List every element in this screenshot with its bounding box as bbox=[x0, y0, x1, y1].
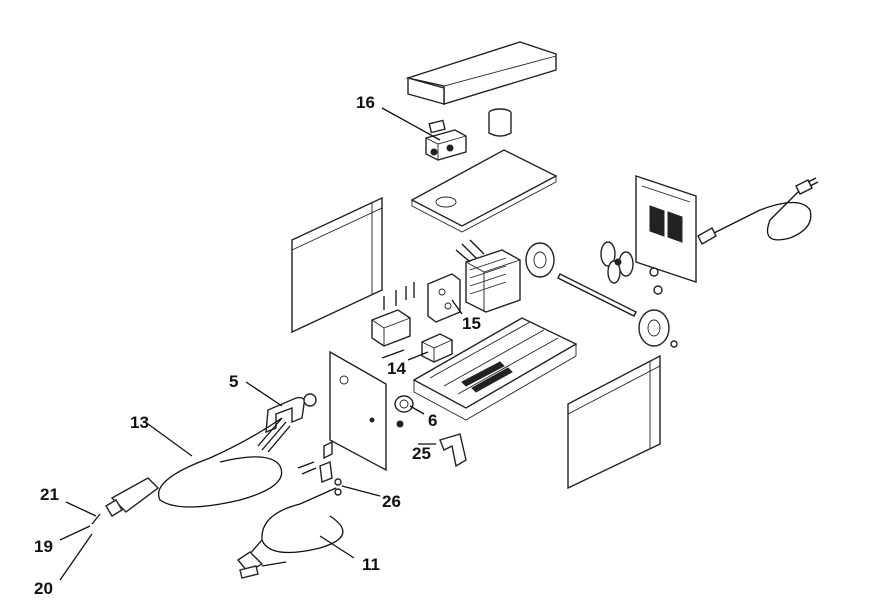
switch-assembly bbox=[425, 119, 467, 161]
knob bbox=[394, 395, 414, 413]
front-panel bbox=[329, 350, 387, 472]
wire-feed-roller-lower bbox=[638, 309, 678, 348]
callout-14: 14 bbox=[387, 359, 406, 378]
welding-torch-hose bbox=[91, 417, 291, 525]
callout-6: 6 bbox=[428, 411, 437, 430]
rectifier-block bbox=[371, 282, 415, 359]
wire-feed-roller-upper bbox=[525, 242, 555, 278]
shaft-rod bbox=[557, 273, 637, 317]
callout-21: 21 bbox=[40, 485, 59, 504]
callout-26: 26 bbox=[382, 492, 401, 511]
callout-5: 5 bbox=[229, 372, 238, 391]
inner-shelf-panel bbox=[410, 149, 558, 233]
callout-16: 16 bbox=[356, 93, 375, 112]
callout-25: 25 bbox=[412, 444, 431, 463]
small-bracket bbox=[421, 333, 453, 363]
fan bbox=[600, 241, 663, 295]
handle bbox=[265, 393, 317, 434]
transformer bbox=[455, 239, 521, 313]
clamp-hook bbox=[396, 420, 467, 468]
mounting-bracket bbox=[427, 273, 461, 323]
callout-19: 19 bbox=[34, 537, 53, 556]
rear-panel bbox=[635, 175, 697, 283]
left-side-panel bbox=[291, 196, 383, 334]
right-side-panel bbox=[567, 354, 661, 490]
earth-cable-clamp bbox=[236, 487, 344, 579]
callout-13: 13 bbox=[130, 413, 149, 432]
base-chassis bbox=[412, 317, 578, 421]
top-cover bbox=[405, 41, 557, 105]
callout-11: 11 bbox=[362, 555, 380, 574]
connector-set bbox=[297, 440, 342, 496]
callout-20: 20 bbox=[34, 579, 53, 598]
capacitor bbox=[488, 108, 512, 137]
leader-lines bbox=[59, 107, 463, 581]
power-cord bbox=[697, 177, 819, 245]
callout-15: 15 bbox=[462, 314, 481, 333]
